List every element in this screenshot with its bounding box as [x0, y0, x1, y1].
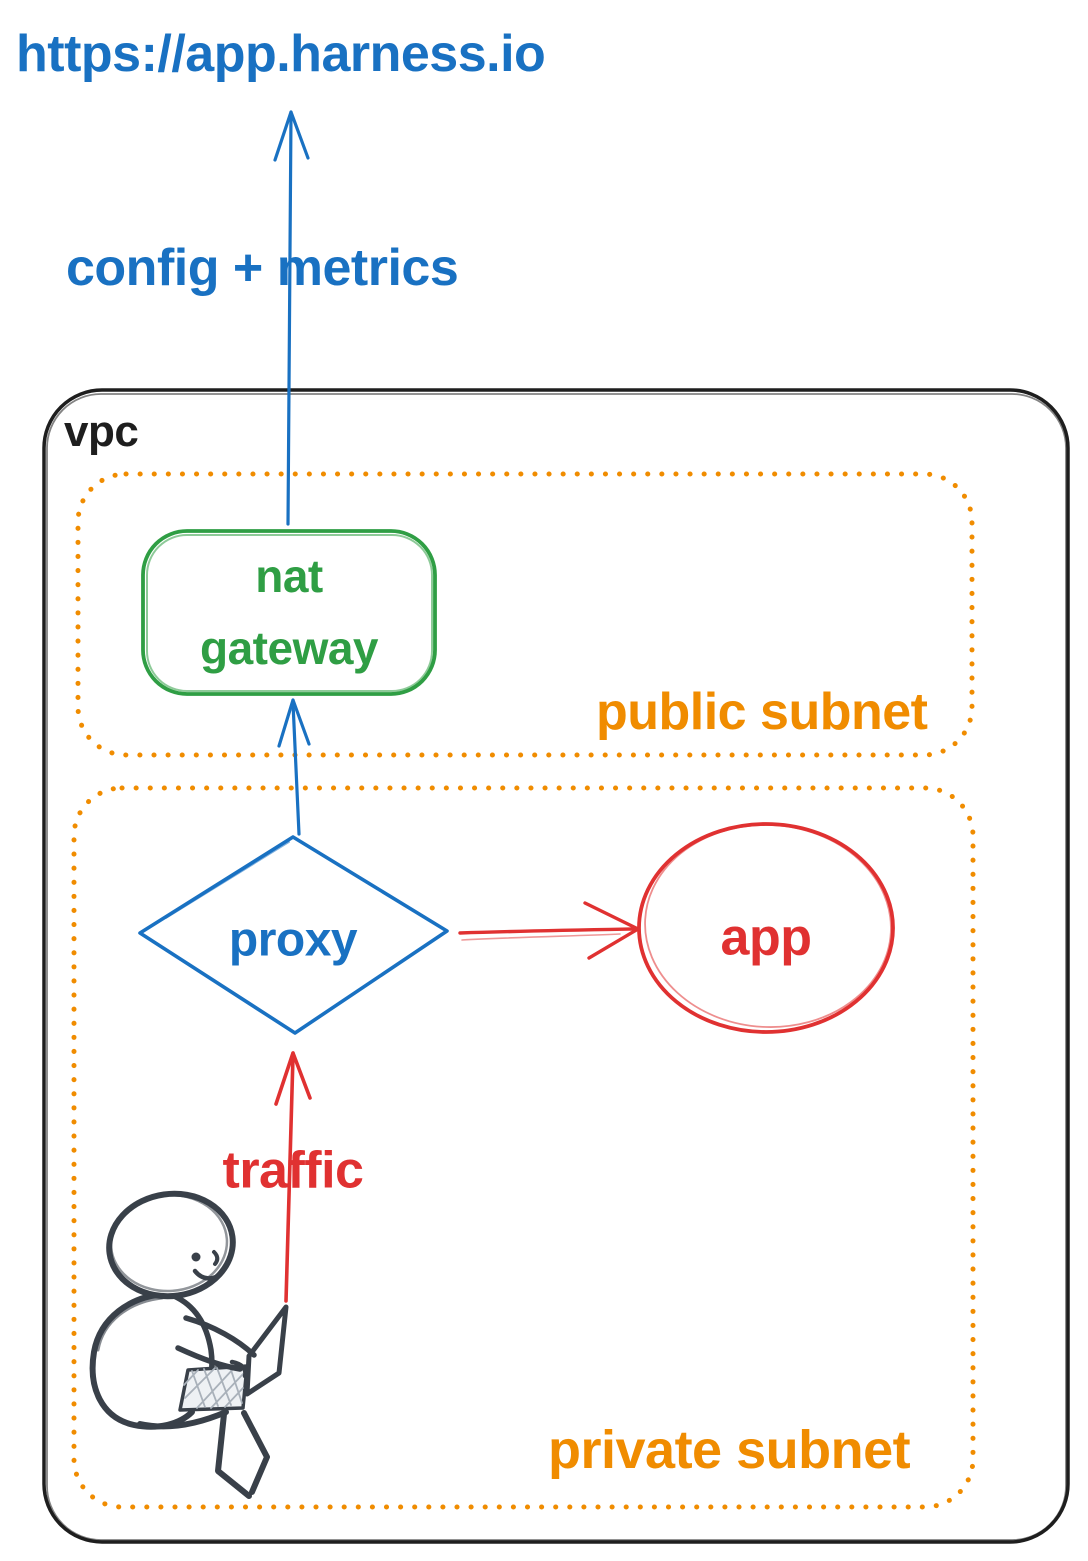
- app-node: [637, 822, 895, 1034]
- person-smile: [192, 1268, 224, 1281]
- vpc-box: [42, 388, 1070, 1544]
- nat-gateway-label: nat gateway: [199, 550, 379, 674]
- person-body: [89, 1291, 195, 1430]
- person-head: [106, 1190, 236, 1300]
- public-subnet-label: public subnet: [596, 683, 928, 741]
- config-metrics-label: config + metrics: [66, 239, 459, 297]
- private-subnet-label: private subnet: [548, 1420, 911, 1480]
- traffic-label: traffic: [222, 1141, 364, 1200]
- laptop-screen: [244, 1304, 289, 1397]
- proxy-label: proxy: [228, 913, 358, 967]
- person-leg-far: [241, 1410, 270, 1495]
- nat-to-harness-arrow: [273, 110, 310, 526]
- proxy-to-nat-arrow: [277, 698, 311, 836]
- proxy-to-app-arrow: [458, 901, 640, 960]
- laptop-keyboard: [178, 1364, 249, 1412]
- traffic-arrow: [274, 1051, 312, 1303]
- app-label: app: [720, 908, 812, 967]
- person-arm-lower: [175, 1345, 243, 1372]
- person-hand: [229, 1359, 248, 1379]
- person-leg-near: [215, 1411, 252, 1499]
- vpc-label: vpc: [64, 407, 139, 456]
- external-url-label: https://app.harness.io: [16, 25, 546, 83]
- person-eye: [191, 1252, 201, 1262]
- proxy-node: [138, 835, 449, 1035]
- person-ear-mark: [212, 1250, 220, 1266]
- nat-gateway-node: [141, 529, 437, 696]
- person-lap: [137, 1409, 229, 1430]
- public-subnet-box: [75, 471, 975, 758]
- person-with-laptop-icon: [89, 1190, 289, 1499]
- person-arm-upper: [183, 1315, 257, 1358]
